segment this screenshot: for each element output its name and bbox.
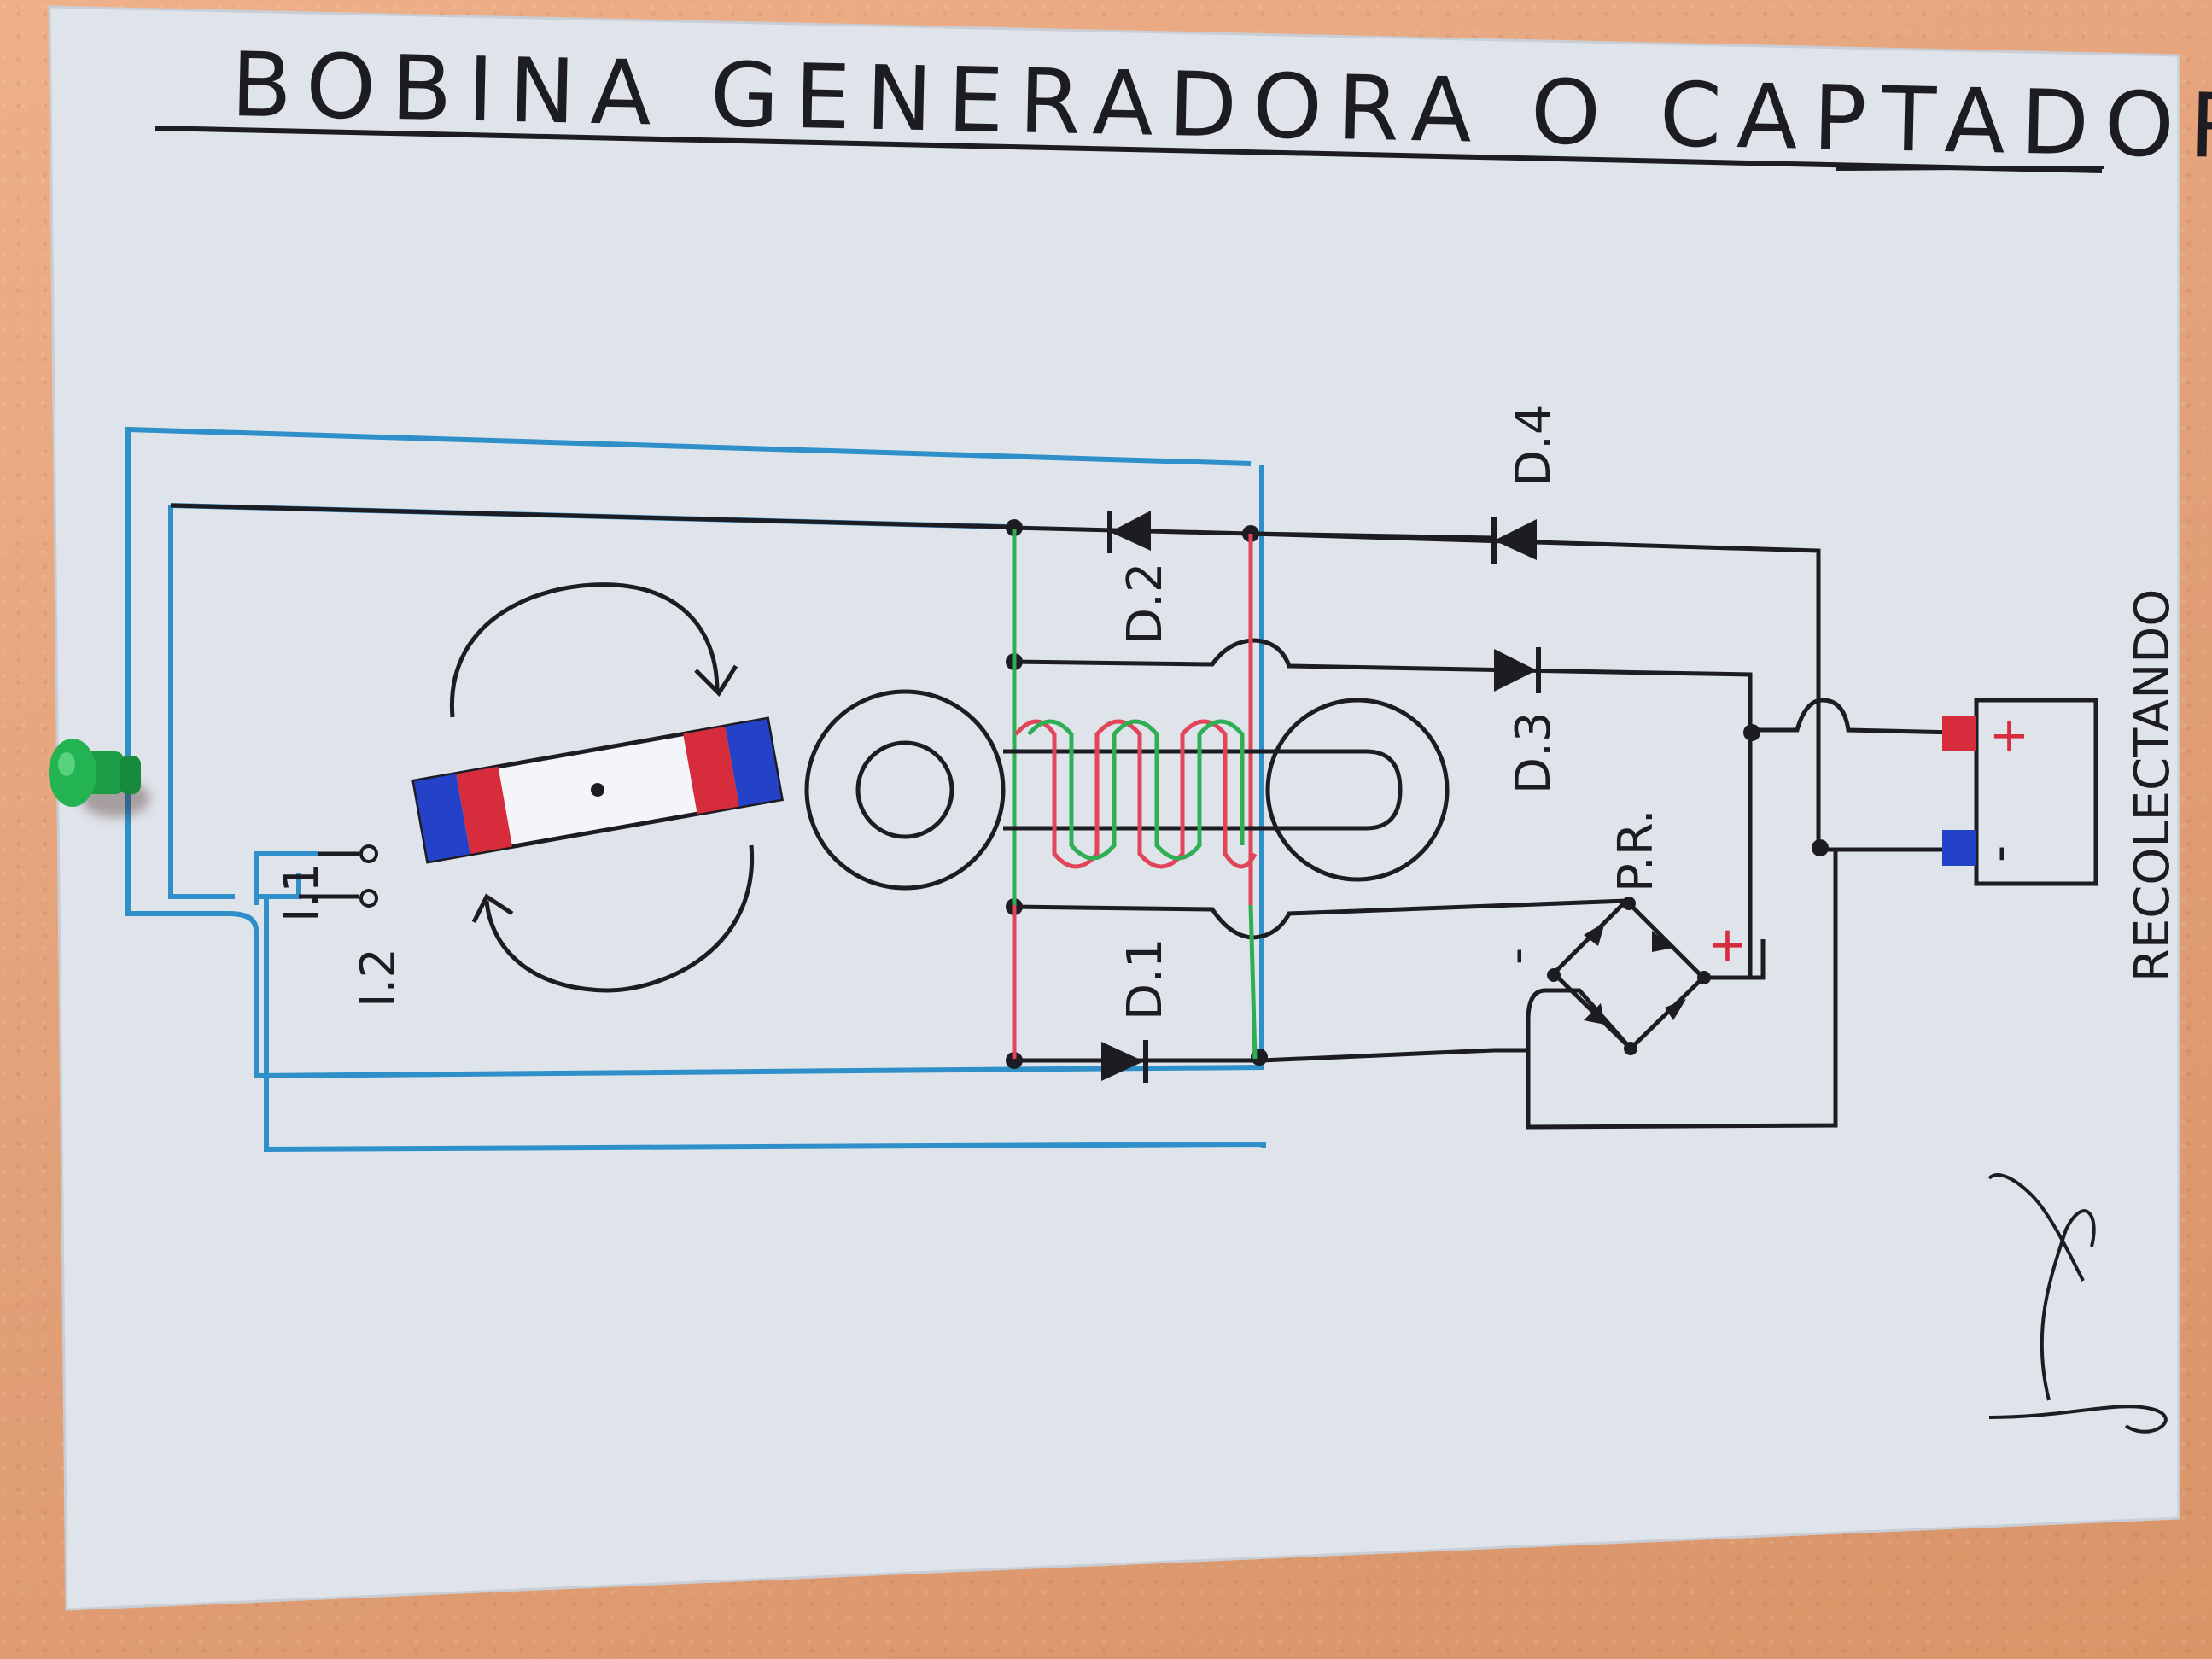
input-1-label: I.1 <box>274 862 330 922</box>
pushpin-icon <box>49 739 149 817</box>
title-underline-tail <box>1835 166 2105 171</box>
input-terminals-icon <box>359 844 378 908</box>
rotation-arrows-icon <box>449 582 755 993</box>
input-2-label: I.2 <box>351 948 406 1008</box>
bridge-rectifier-label: P.R. <box>1608 809 1664 892</box>
coil-core <box>804 689 1450 891</box>
diode-d2-icon <box>1107 511 1151 553</box>
wire-junctions <box>1006 519 1829 1069</box>
diode-d3-icon <box>1494 647 1541 693</box>
diode-d1-label: D.1 <box>1118 938 1173 1020</box>
battery-caption-label: RECOLECTANDO <box>2125 589 2180 982</box>
bridge-minus-label: - <box>1489 948 1544 965</box>
diode-d4-label: D.4 <box>1506 404 1561 487</box>
bridge-plus-label: + <box>1707 917 1748 973</box>
diode-d1-icon <box>1101 1040 1148 1083</box>
battery-minus-label: - <box>1971 845 2027 862</box>
diode-d3-label: D.3 <box>1506 711 1561 794</box>
coil-windings <box>1014 719 1258 869</box>
battery-plus-label: + <box>1989 708 2029 763</box>
diode-d2-label: D.2 <box>1118 562 1173 645</box>
bridge-diodes-icon <box>1584 922 1686 1025</box>
diode-d4-icon <box>1491 517 1537 564</box>
title-underline <box>155 126 2103 173</box>
signature-mark <box>1987 1173 2168 1434</box>
rotating-magnet <box>411 716 785 864</box>
colored-rails <box>1012 529 1258 1060</box>
battery-icon <box>1942 698 2098 886</box>
